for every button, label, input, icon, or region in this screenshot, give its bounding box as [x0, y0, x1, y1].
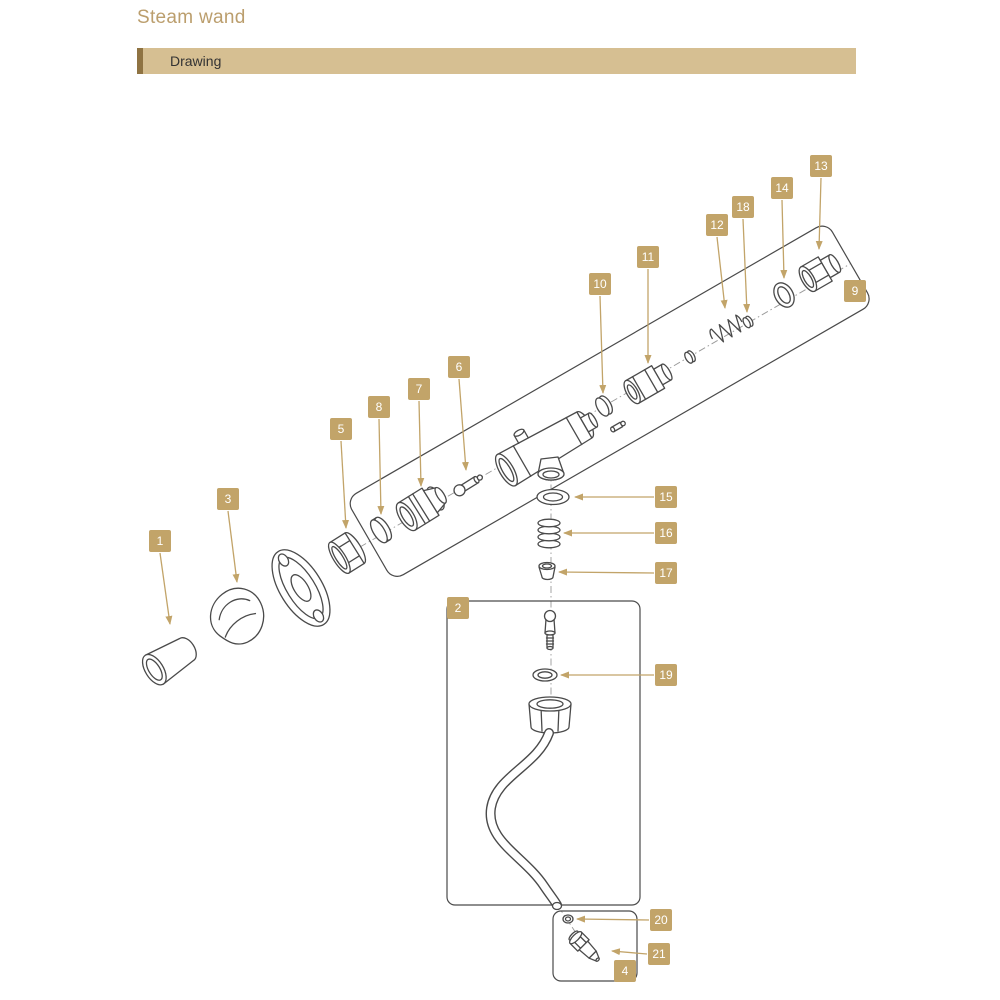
part-small-pin — [610, 420, 626, 433]
callout-4: 4 — [614, 960, 636, 982]
part-valve-stem — [543, 609, 557, 651]
callout-14: 14 — [771, 177, 793, 199]
part-pipe-nut — [528, 696, 572, 734]
callout-7: 7 — [408, 378, 430, 400]
part-steam-pipe — [485, 728, 563, 911]
tip-assembly-group-outline — [552, 910, 638, 982]
part-oring-10 — [595, 395, 613, 417]
pipe-assembly-group-outline — [446, 600, 641, 906]
callout-12: 12 — [706, 214, 728, 236]
callout-leader-lines — [159, 177, 823, 956]
callout-10: 10 — [589, 273, 611, 295]
callout-17: 17 — [655, 562, 677, 584]
part-oring-15 — [536, 488, 570, 506]
callout-8: 8 — [368, 396, 390, 418]
part-oring-19 — [532, 668, 558, 682]
part-union-fitting — [395, 486, 447, 532]
part-oring-18 — [742, 315, 754, 329]
callout-2: 2 — [447, 597, 469, 619]
part-end-cap — [798, 254, 842, 293]
section-header-bar: Drawing — [137, 48, 856, 74]
part-hex-nut — [327, 531, 367, 575]
callout-1: 1 — [149, 530, 171, 552]
callout-18: 18 — [732, 196, 754, 218]
callout-21: 21 — [648, 943, 670, 965]
part-steam-tip — [568, 930, 600, 962]
callout-19: 19 — [655, 664, 677, 686]
callout-6: 6 — [448, 356, 470, 378]
part-oring-14 — [773, 282, 795, 308]
part-washer-small — [369, 516, 393, 544]
part-piston — [623, 363, 673, 405]
callout-20: 20 — [650, 909, 672, 931]
callout-9: 9 — [844, 280, 866, 302]
callout-5: 5 — [330, 418, 352, 440]
part-flange — [271, 549, 331, 627]
callout-13: 13 — [810, 155, 832, 177]
parts-line-art — [141, 254, 842, 962]
part-valve-seat — [538, 561, 556, 581]
callout-16: 16 — [655, 522, 677, 544]
callout-15: 15 — [655, 486, 677, 508]
part-tip-cover — [141, 637, 197, 686]
axis-centerlines — [359, 263, 851, 937]
page-title: Steam wand — [137, 7, 246, 28]
section-accent-bar — [137, 48, 143, 74]
part-spring-16 — [537, 518, 561, 549]
part-oring-20 — [562, 914, 574, 924]
callout-11: 11 — [637, 246, 659, 268]
part-knob — [209, 587, 265, 645]
part-valve-pin — [453, 474, 484, 497]
part-valve-body — [494, 411, 599, 487]
valve-assembly-group-outline — [349, 225, 870, 577]
part-washer-tiny — [684, 350, 696, 364]
part-spring-12 — [709, 314, 743, 343]
section-header-label: Drawing — [170, 53, 222, 69]
callout-3: 3 — [217, 488, 239, 510]
